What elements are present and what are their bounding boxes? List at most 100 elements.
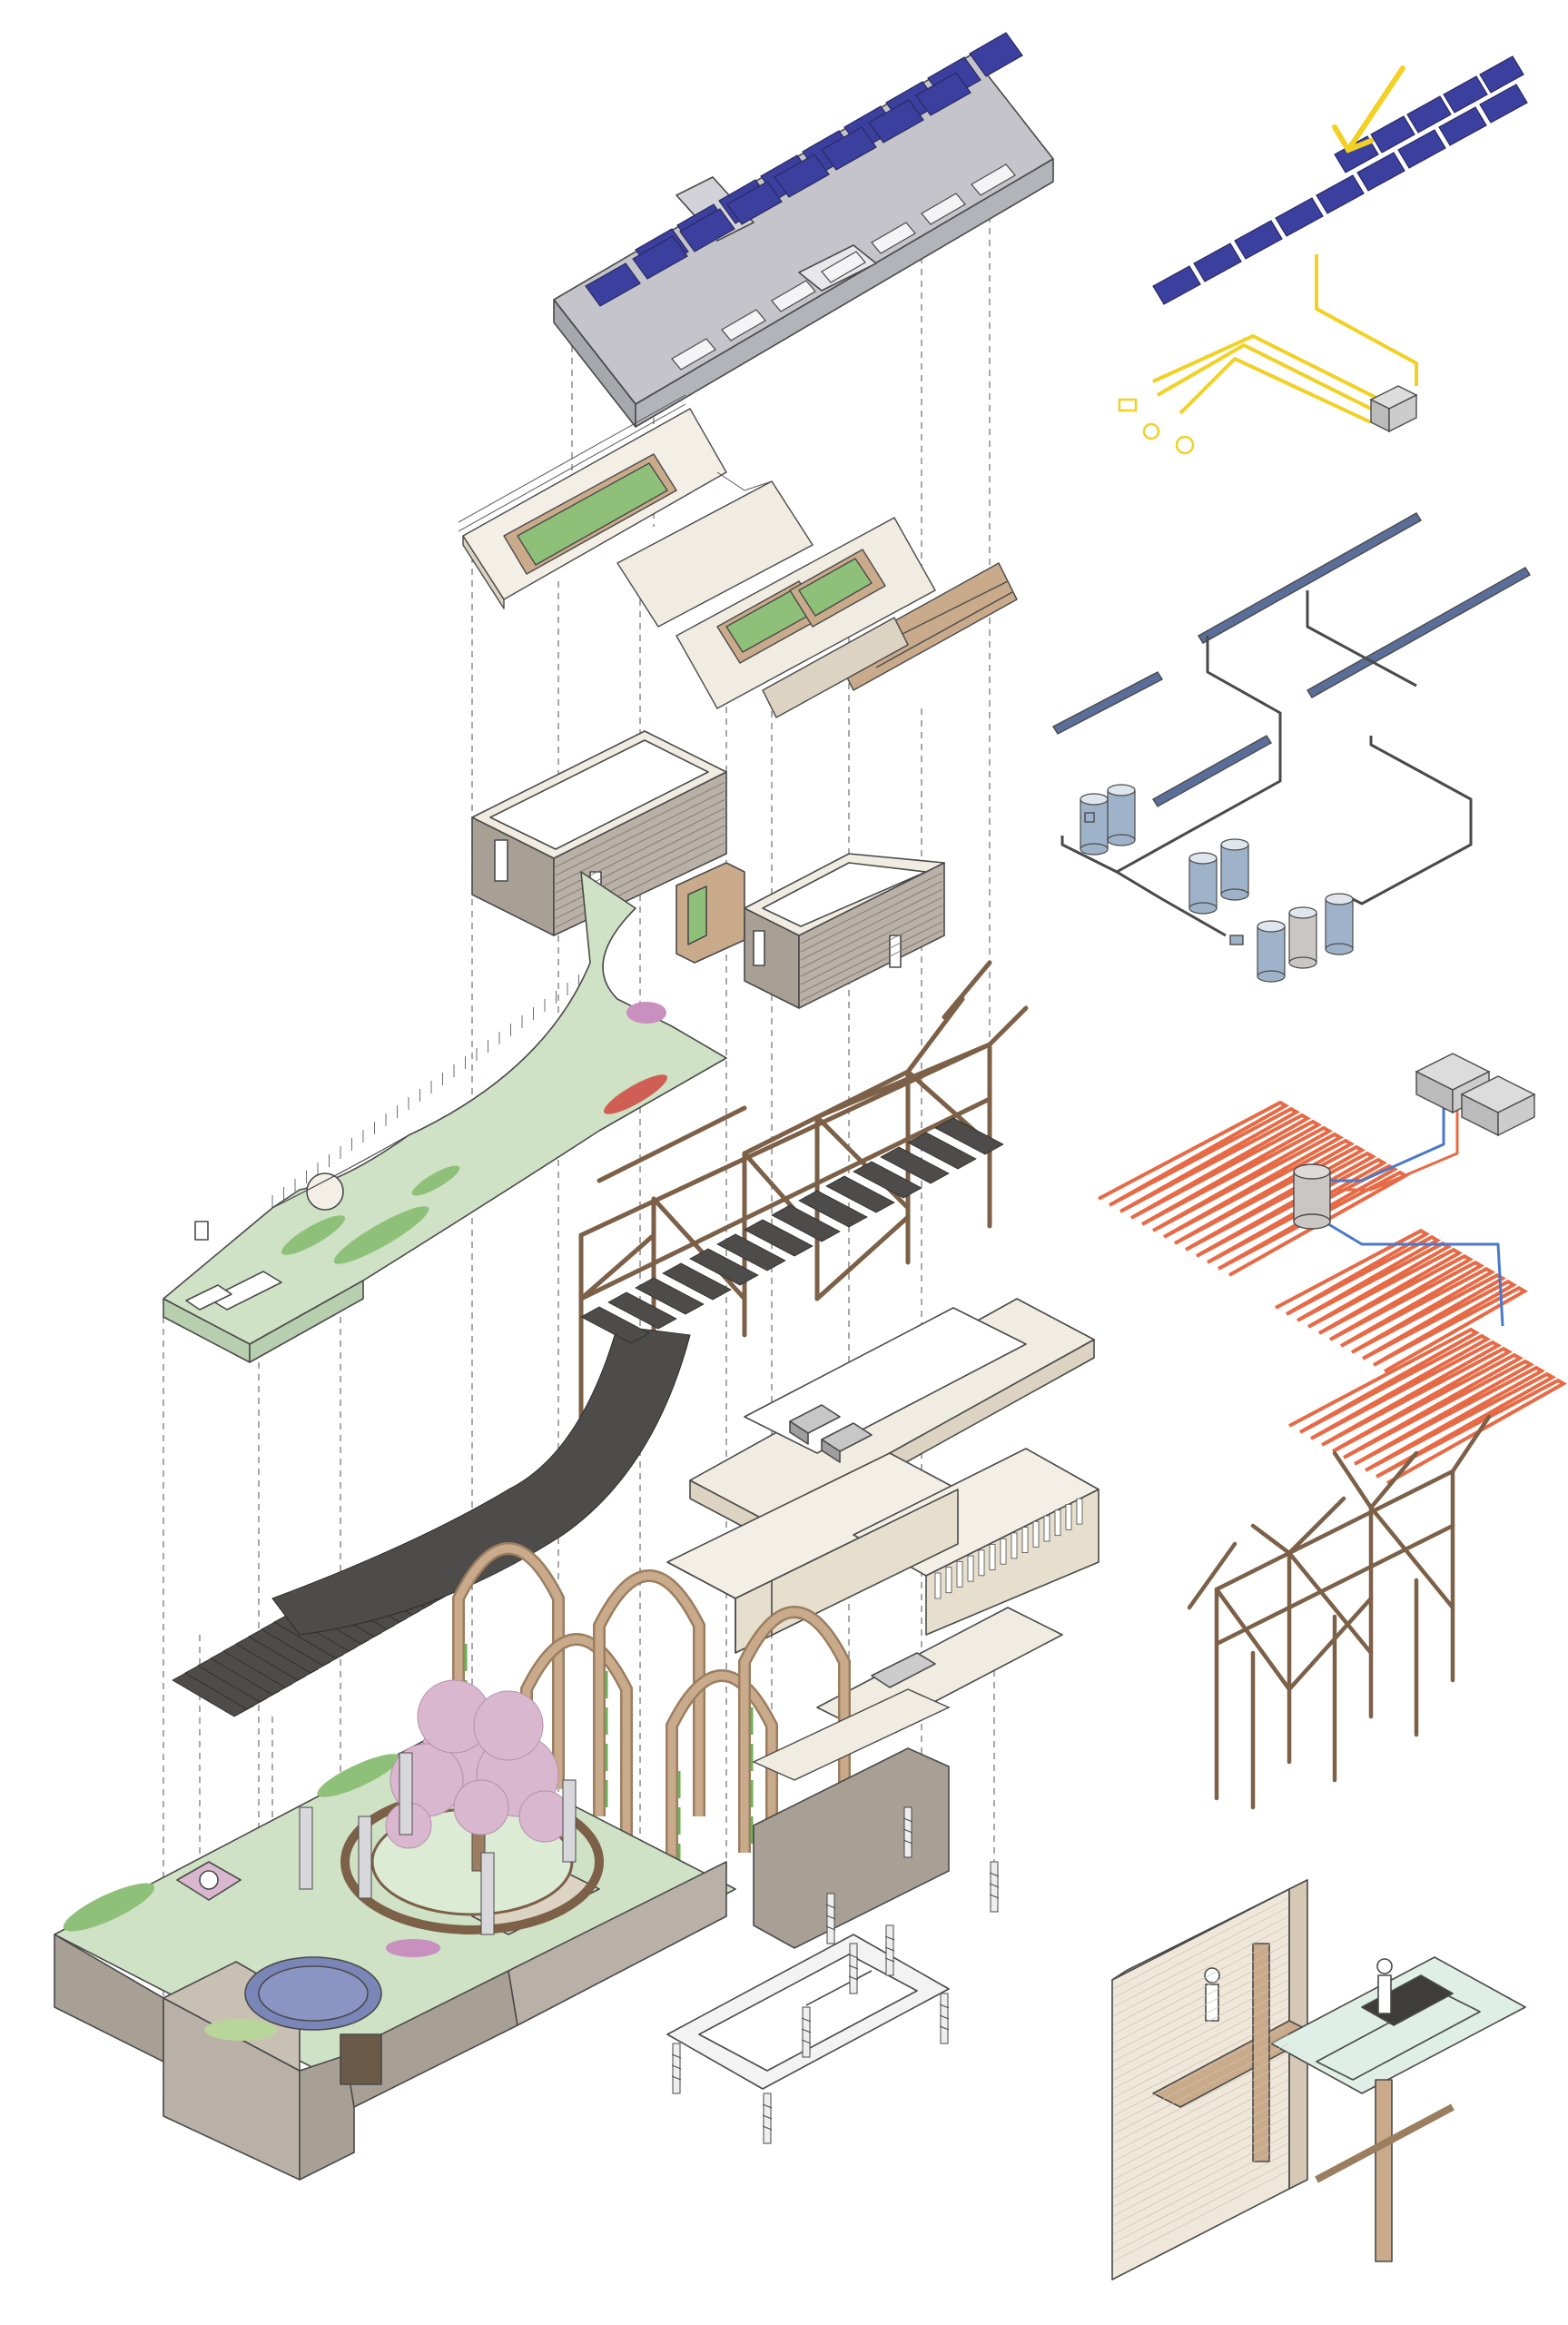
- pergola-slat: [662, 1262, 732, 1301]
- pile-ring: [884, 1946, 895, 1952]
- tank-icon: [1080, 784, 1354, 983]
- detail-solar-panels: [1152, 55, 1528, 305]
- skylight: [771, 280, 816, 312]
- timber-member: [814, 1214, 911, 1301]
- solar-panel: [1406, 95, 1452, 134]
- pergola-slat: [880, 1146, 950, 1184]
- pergola-slat: [853, 1161, 922, 1199]
- pile-ring: [989, 1883, 1000, 1888]
- solar-panel: [632, 235, 688, 280]
- baluster: [956, 1561, 963, 1588]
- pile-ring: [801, 2028, 812, 2033]
- pergola-slat: [607, 1291, 677, 1330]
- pile-ring: [939, 2003, 950, 2009]
- brick-course: [1112, 1997, 1289, 2090]
- pile-ring: [762, 2103, 773, 2109]
- energy-cables: [1152, 254, 1418, 424]
- pile-ring: [825, 1914, 836, 1920]
- heating-pipes: [1316, 1090, 1504, 1327]
- pile-ring: [884, 1935, 895, 1941]
- timber-member: [1214, 1587, 1292, 1692]
- solar-panel: [1370, 115, 1415, 153]
- solar-panel: [774, 153, 830, 198]
- brick-course: [1112, 2115, 1289, 2208]
- layer-roof-garden: [462, 408, 1018, 718]
- baluster: [1021, 1527, 1029, 1553]
- skylight: [671, 338, 716, 371]
- timber-member: [1214, 1469, 1455, 1592]
- timber-member: [942, 960, 992, 1020]
- pile-ring: [939, 2014, 950, 2020]
- brick-course: [1112, 1943, 1289, 2035]
- detail-timber-structure: [1187, 1414, 1492, 1810]
- terrace-planting: [281, 1002, 667, 1264]
- detail-solar-energy-system: [1118, 55, 1528, 455]
- brick-course: [1112, 2033, 1289, 2126]
- pile-ring: [939, 2025, 950, 2031]
- solar-panel: [1443, 75, 1488, 114]
- bulb-icon: [1142, 422, 1160, 440]
- detail-underfloor-heating-system: [1098, 1053, 1568, 1485]
- solar-panel: [1479, 55, 1524, 94]
- pile-ring: [671, 2064, 682, 2070]
- tank-top: [1257, 920, 1286, 933]
- timber-member: [1214, 1523, 1455, 1647]
- water-tank: [1107, 789, 1136, 841]
- timber-member: [1187, 1541, 1238, 1610]
- tank-top: [1325, 893, 1354, 905]
- brick-course: [800, 929, 943, 1002]
- heat-pump-icon: [1415, 1053, 1536, 1137]
- brick-course: [1112, 1988, 1289, 2081]
- heating-coil: [1275, 1228, 1528, 1373]
- brick-course: [800, 888, 943, 961]
- tank-top: [1080, 793, 1109, 806]
- solar-panel: [868, 99, 924, 143]
- pergola-slat: [907, 1132, 977, 1170]
- heating-coil: [1288, 1327, 1568, 1485]
- pile-ring: [825, 1904, 836, 1909]
- arch-face: [522, 1635, 631, 1880]
- lower-brick-wall: [753, 1747, 950, 1949]
- brick-course: [1112, 1934, 1289, 2026]
- solar-panel: [679, 208, 735, 252]
- brick-course: [1112, 1970, 1289, 2063]
- brick-course: [800, 913, 943, 985]
- skylight: [971, 163, 1016, 196]
- brick-course: [1112, 2133, 1289, 2226]
- timber-member: [1332, 1450, 1374, 1510]
- solar-panel: [1397, 129, 1446, 169]
- baluster: [1000, 1538, 1007, 1565]
- brick-course: [555, 799, 725, 885]
- battery-icon: [1118, 398, 1138, 412]
- water-tank: [1257, 925, 1286, 977]
- brick-course: [1112, 2015, 1289, 2108]
- baluster: [1054, 1509, 1061, 1537]
- column: [299, 1806, 313, 1890]
- solar-panel: [1234, 220, 1283, 260]
- baluster: [1065, 1504, 1072, 1530]
- tank-base: [1107, 834, 1136, 846]
- energy-usage-icons: [1118, 398, 1195, 455]
- brick-course: [1112, 1924, 1289, 2017]
- solar-panel: [1193, 242, 1242, 282]
- brick-course: [1112, 2161, 1289, 2253]
- tank-base: [1188, 902, 1218, 915]
- brick-course: [1112, 2106, 1289, 2199]
- heating-coils: [1098, 1100, 1568, 1485]
- solar-panel: [915, 72, 971, 116]
- brick-course: [555, 782, 725, 867]
- baluster: [934, 1572, 942, 1599]
- timber-member: [1287, 1496, 1346, 1556]
- water-tank: [1288, 912, 1317, 964]
- lower-rooms-railing: [934, 1498, 1083, 1599]
- tank-base: [1220, 888, 1249, 901]
- water-tank: [1220, 844, 1249, 895]
- skylight: [821, 251, 866, 283]
- pergola-slat: [798, 1190, 868, 1228]
- brick-course: [1112, 2006, 1289, 2099]
- brick-course: [1112, 2170, 1289, 2262]
- pile-ring: [848, 1975, 859, 1981]
- pergola-slat: [716, 1233, 786, 1271]
- gutter-icon: [1052, 512, 1531, 807]
